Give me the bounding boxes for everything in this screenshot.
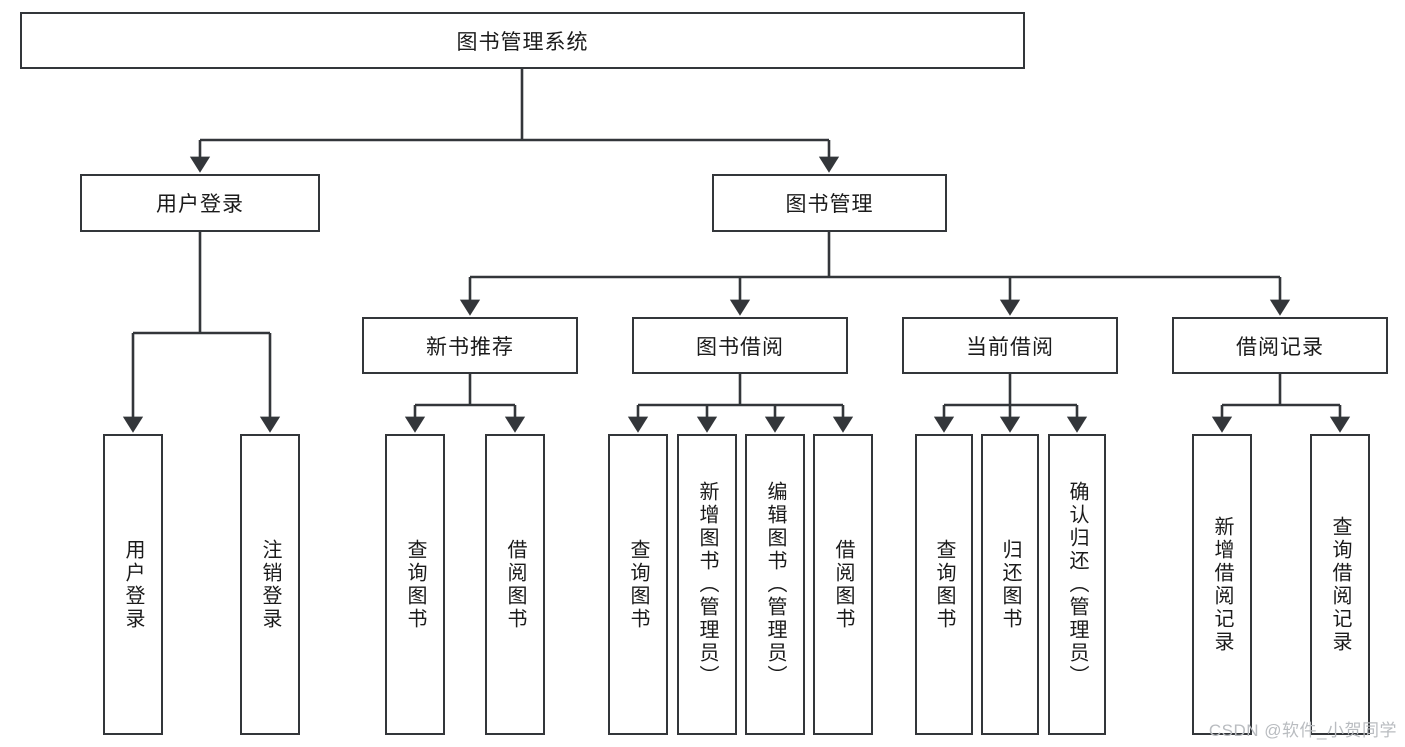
node-borrow-record-label: 借阅记录 <box>1236 335 1324 359</box>
node-current-borrow[interactable]: 当前借阅 <box>902 317 1118 374</box>
node-leaf-add-record-label: 新增借阅记录 <box>1211 515 1233 654</box>
node-leaf-borrow-book-label: 借阅图书 <box>832 538 854 631</box>
node-leaf-return-book-label: 归还图书 <box>999 538 1021 631</box>
node-leaf-add-book-label: 新增图书（管理员） <box>696 481 718 688</box>
node-leaf-query-book-new-label: 查询图书 <box>404 538 426 631</box>
node-book-borrow-label: 图书借阅 <box>696 335 784 359</box>
node-book-borrow[interactable]: 图书借阅 <box>632 317 848 374</box>
node-user-login[interactable]: 用户登录 <box>80 174 320 232</box>
node-leaf-logout-label: 注销登录 <box>259 538 281 631</box>
node-borrow-record[interactable]: 借阅记录 <box>1172 317 1388 374</box>
node-user-login-label: 用户登录 <box>156 193 244 216</box>
node-leaf-user-login[interactable]: 用户登录 <box>103 434 163 735</box>
node-leaf-query-book-current[interactable]: 查询图书 <box>915 434 973 735</box>
node-book-manage-label: 图书管理 <box>785 193 874 216</box>
node-new-book-recommend-label: 新书推荐 <box>426 335 514 359</box>
node-leaf-query-book-new[interactable]: 查询图书 <box>385 434 445 735</box>
node-leaf-confirm-return[interactable]: 确认归还（管理员） <box>1048 434 1106 735</box>
node-leaf-edit-book[interactable]: 编辑图书（管理员） <box>745 434 805 735</box>
node-leaf-confirm-return-label: 确认归还（管理员） <box>1066 481 1088 688</box>
node-leaf-logout[interactable]: 注销登录 <box>240 434 300 735</box>
node-new-book-recommend[interactable]: 新书推荐 <box>362 317 578 374</box>
node-leaf-edit-book-label: 编辑图书（管理员） <box>764 481 786 688</box>
node-leaf-query-book-borrow[interactable]: 查询图书 <box>608 434 668 735</box>
node-current-borrow-label: 当前借阅 <box>966 335 1054 359</box>
node-root-label: 图书管理系统 <box>456 30 589 54</box>
node-leaf-query-book-current-label: 查询图书 <box>933 538 955 631</box>
node-leaf-query-record[interactable]: 查询借阅记录 <box>1310 434 1370 735</box>
node-leaf-query-record-label: 查询借阅记录 <box>1329 515 1351 654</box>
node-leaf-add-book[interactable]: 新增图书（管理员） <box>677 434 737 735</box>
watermark: CSDN @软件_小贺同学 <box>1208 721 1397 740</box>
node-leaf-user-login-label: 用户登录 <box>122 538 144 631</box>
node-leaf-query-book-borrow-label: 查询图书 <box>627 538 649 631</box>
node-root[interactable]: 图书管理系统 <box>20 12 1025 69</box>
node-leaf-borrow-book[interactable]: 借阅图书 <box>813 434 873 735</box>
node-leaf-return-book[interactable]: 归还图书 <box>981 434 1039 735</box>
node-leaf-borrow-book-new[interactable]: 借阅图书 <box>485 434 545 735</box>
node-leaf-borrow-book-new-label: 借阅图书 <box>504 538 526 631</box>
node-book-manage[interactable]: 图书管理 <box>712 174 947 232</box>
node-leaf-add-record[interactable]: 新增借阅记录 <box>1192 434 1252 735</box>
